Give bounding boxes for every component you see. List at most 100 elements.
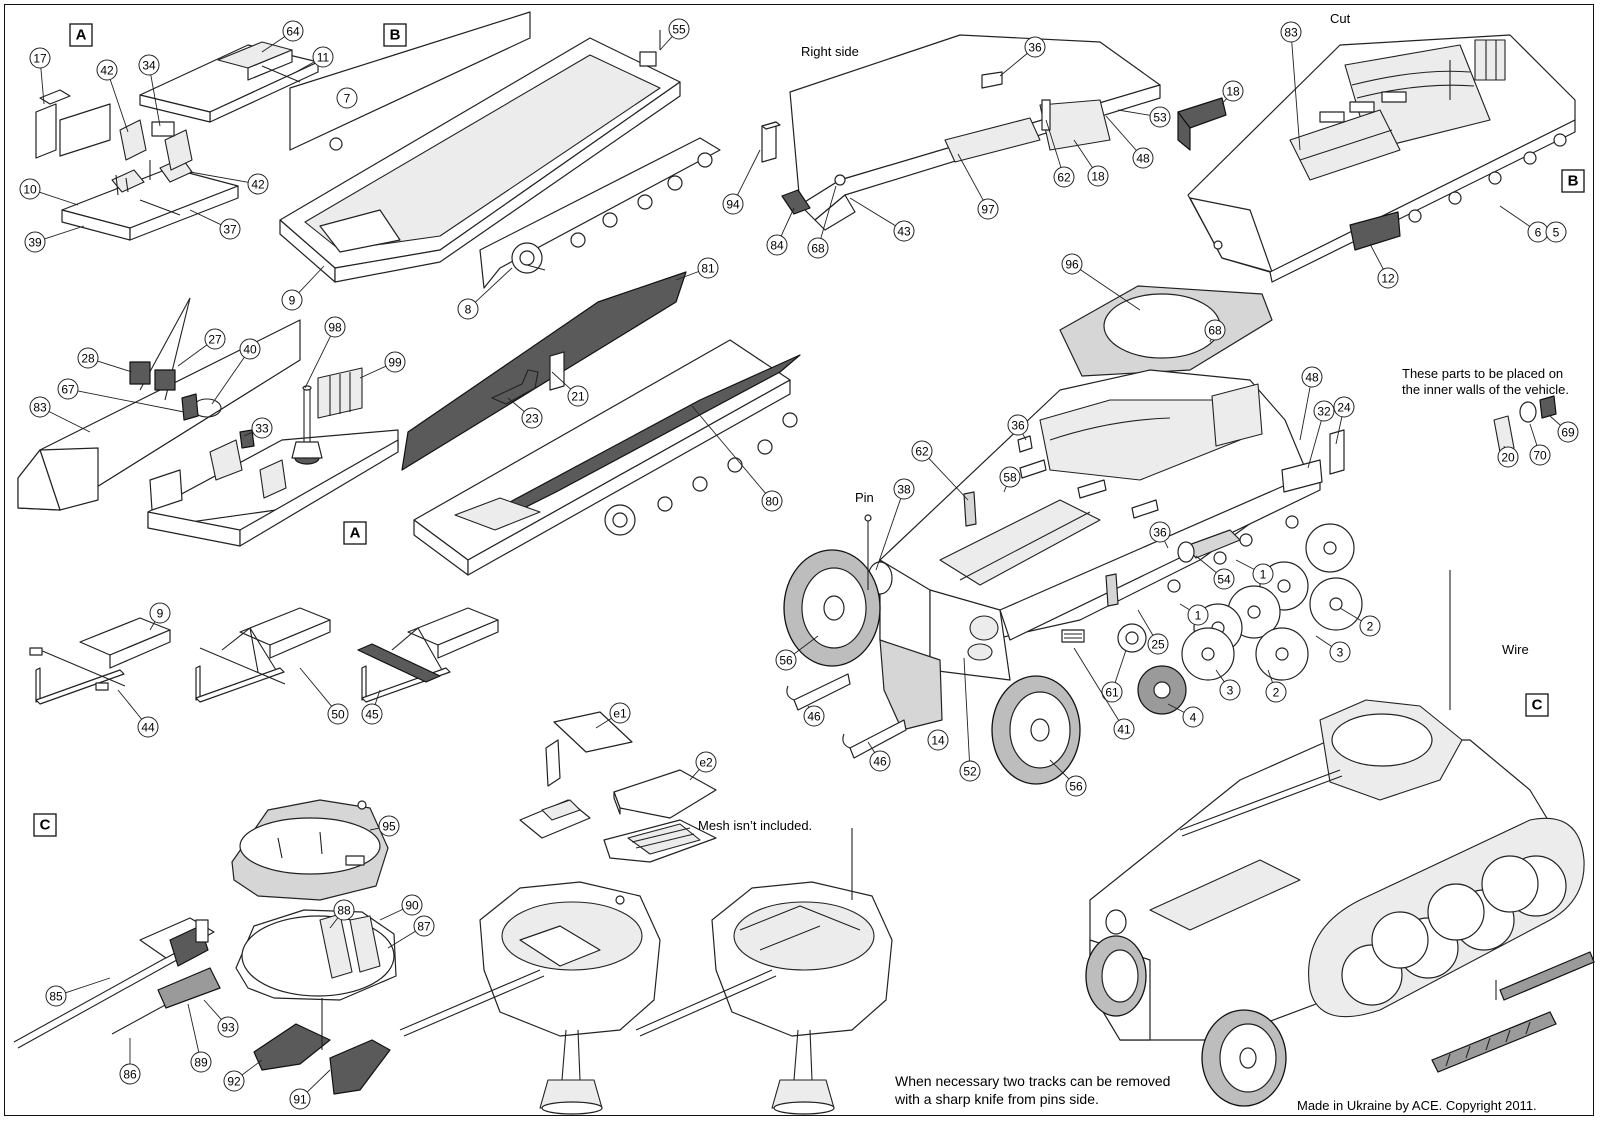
- callout-circle: [239, 338, 261, 360]
- callout-number: 8: [465, 303, 472, 317]
- callout-circle: [1149, 521, 1171, 543]
- callout-circle: [333, 899, 355, 921]
- callout-leader: [1221, 98, 1227, 105]
- part-callout-68: 68: [807, 185, 837, 259]
- callout-number: 87: [417, 920, 431, 934]
- callout-circle: [24, 231, 46, 253]
- callout-circle: [893, 478, 915, 500]
- callout-leader: [48, 411, 91, 433]
- callout-circle: [959, 760, 981, 782]
- callout-circle: [217, 1016, 239, 1038]
- callout-leader: [689, 769, 700, 781]
- turret-step-95: [231, 799, 389, 901]
- callout-circle: [567, 385, 589, 407]
- callout-leader: [177, 344, 208, 367]
- callout-circle: [1333, 396, 1355, 418]
- callout-leader: [1164, 540, 1169, 549]
- part-callout-42: 42: [96, 59, 129, 133]
- callout-circle: [219, 218, 241, 240]
- part-callout-43: 43: [849, 197, 915, 242]
- callout-circle: [223, 1070, 245, 1092]
- callout-number: 39: [28, 236, 42, 250]
- note-copyright: Made in Ukraine by ACE. Copyright 2011.: [1297, 1098, 1537, 1113]
- callout-number: 17: [33, 52, 47, 66]
- callout-circle: [251, 417, 273, 439]
- callout-number: 53: [1153, 111, 1167, 125]
- callout-leader: [109, 79, 129, 133]
- callout-circle: [57, 378, 79, 400]
- callout-number: 11: [317, 51, 330, 65]
- note-right-side: Right side: [801, 44, 859, 59]
- callout-circle: [289, 1088, 311, 1110]
- callout-leader: [298, 265, 325, 294]
- part-callout-24: 24: [1333, 396, 1355, 445]
- part-callout-98: 98: [304, 316, 346, 389]
- callout-circle: [999, 466, 1021, 488]
- callout-leader: [387, 930, 416, 949]
- callout-number: 67: [61, 383, 75, 397]
- callout-leader: [963, 657, 970, 762]
- callout-leader: [1117, 109, 1151, 116]
- callout-number: 14: [931, 734, 945, 748]
- callout-number: 24: [1337, 401, 1351, 415]
- callout-number: 61: [1105, 686, 1119, 700]
- callout-number: 56: [779, 654, 793, 668]
- callout-circle: [1359, 615, 1381, 637]
- callout-leader: [675, 271, 699, 281]
- part-callout-83: 83: [29, 396, 91, 433]
- callout-number: 28: [81, 352, 95, 366]
- part-callout-69: 69: [1549, 415, 1579, 443]
- callout-circle: [1065, 775, 1087, 797]
- callout-number: 18: [1091, 170, 1105, 184]
- callout-number: e2: [699, 756, 713, 770]
- callout-leader: [379, 908, 404, 921]
- callout-number: 50: [331, 708, 345, 722]
- part-callout-48: 48: [1105, 115, 1154, 169]
- main-hull-assembly: [783, 285, 1363, 785]
- callout-leader: [1291, 41, 1301, 151]
- part-callout-37: 37: [189, 209, 241, 240]
- callout-circle: [1113, 718, 1135, 740]
- callout-leader: [1137, 609, 1154, 636]
- part-callout-40: 40: [211, 338, 261, 405]
- callout-circle: [927, 729, 949, 751]
- part-callout-61: 61: [1101, 649, 1127, 703]
- callout-leader: [1339, 607, 1362, 622]
- callout-number: 98: [328, 321, 342, 335]
- part-callout-52: 52: [959, 657, 981, 782]
- callout-circle: [869, 750, 891, 772]
- callout-number: 3: [1227, 684, 1234, 698]
- callout-leader: [44, 225, 85, 240]
- part-callout-33: 33: [243, 417, 273, 439]
- part-callout-41: 41: [1073, 647, 1135, 740]
- part-callout-21: 21: [551, 371, 589, 407]
- callout-number: 43: [897, 225, 911, 239]
- callout-number: 21: [571, 390, 585, 404]
- callout-circle: [401, 894, 423, 916]
- part-callout-88: 88: [329, 899, 355, 929]
- part-callout-12: 12: [1369, 243, 1399, 289]
- turret-step-gun: [13, 917, 221, 1049]
- callout-number: 7: [344, 92, 351, 106]
- part-callout-85: 85: [45, 977, 111, 1007]
- callout-number: 32: [1317, 405, 1331, 419]
- callout-circle: [1204, 319, 1226, 341]
- callout-number: 25: [1151, 638, 1165, 652]
- part-callout-5: 5: [1545, 221, 1567, 243]
- callout-leader: [1369, 243, 1384, 270]
- turret-step-assembled-1: [399, 881, 661, 1115]
- callout-number: 36: [1153, 526, 1167, 540]
- callout-circle: [457, 298, 479, 320]
- callout-leader: [40, 67, 45, 105]
- note-cut: Cut: [1330, 11, 1351, 26]
- callout-circle: [96, 59, 118, 81]
- callout-circle: [911, 440, 933, 462]
- part-callout-68: 68: [1204, 319, 1226, 343]
- callout-circle: [977, 198, 999, 220]
- callout-leader: [1549, 415, 1561, 426]
- callout-number: 93: [221, 1021, 235, 1035]
- callout-circle: [45, 985, 67, 1007]
- upper-hull-assembly-b: [1187, 34, 1576, 283]
- callout-circle: [1024, 36, 1046, 58]
- callout-circle: [1329, 641, 1351, 663]
